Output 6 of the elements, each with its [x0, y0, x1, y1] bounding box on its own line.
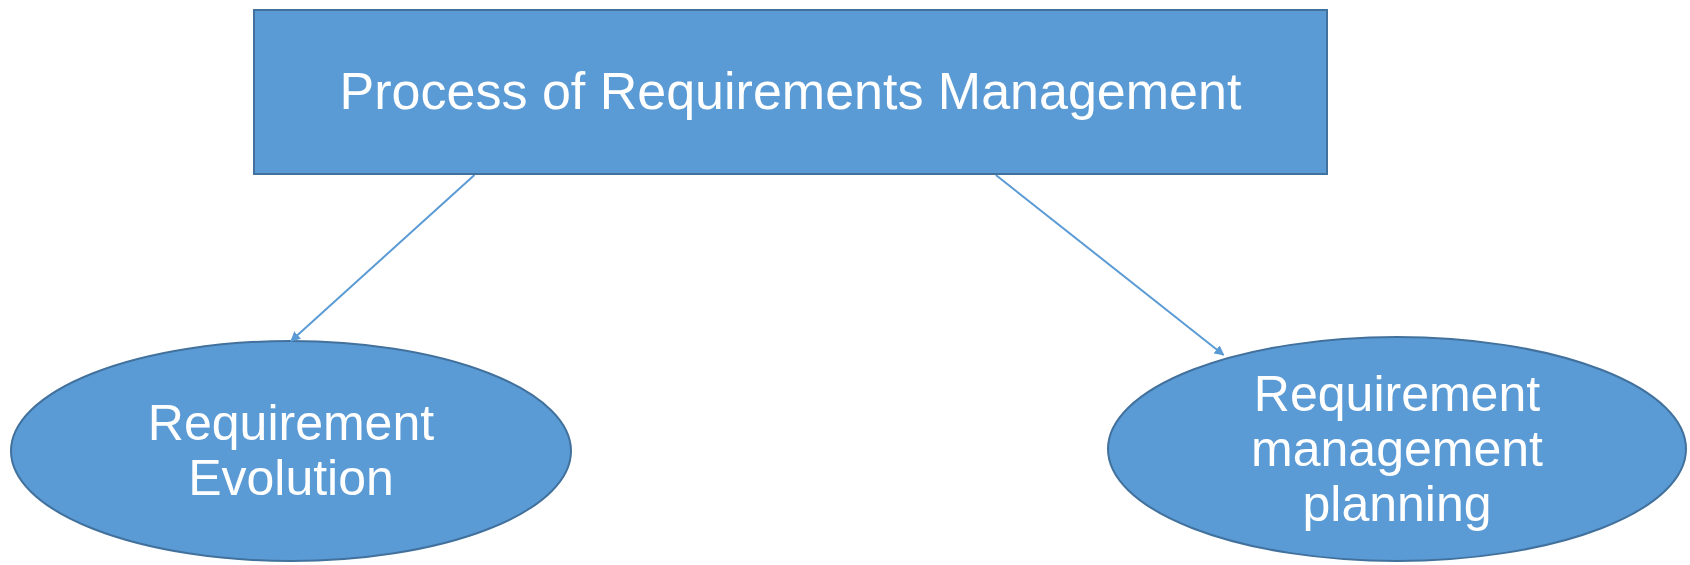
node-label: Process of Requirements Management	[338, 63, 1243, 121]
node-label: Requirement management planning	[1250, 366, 1544, 532]
process-box	[253, 9, 1328, 175]
node-label: Requirement Evolution	[146, 396, 436, 506]
arrow	[994, 174, 1225, 356]
arrow	[290, 174, 476, 342]
